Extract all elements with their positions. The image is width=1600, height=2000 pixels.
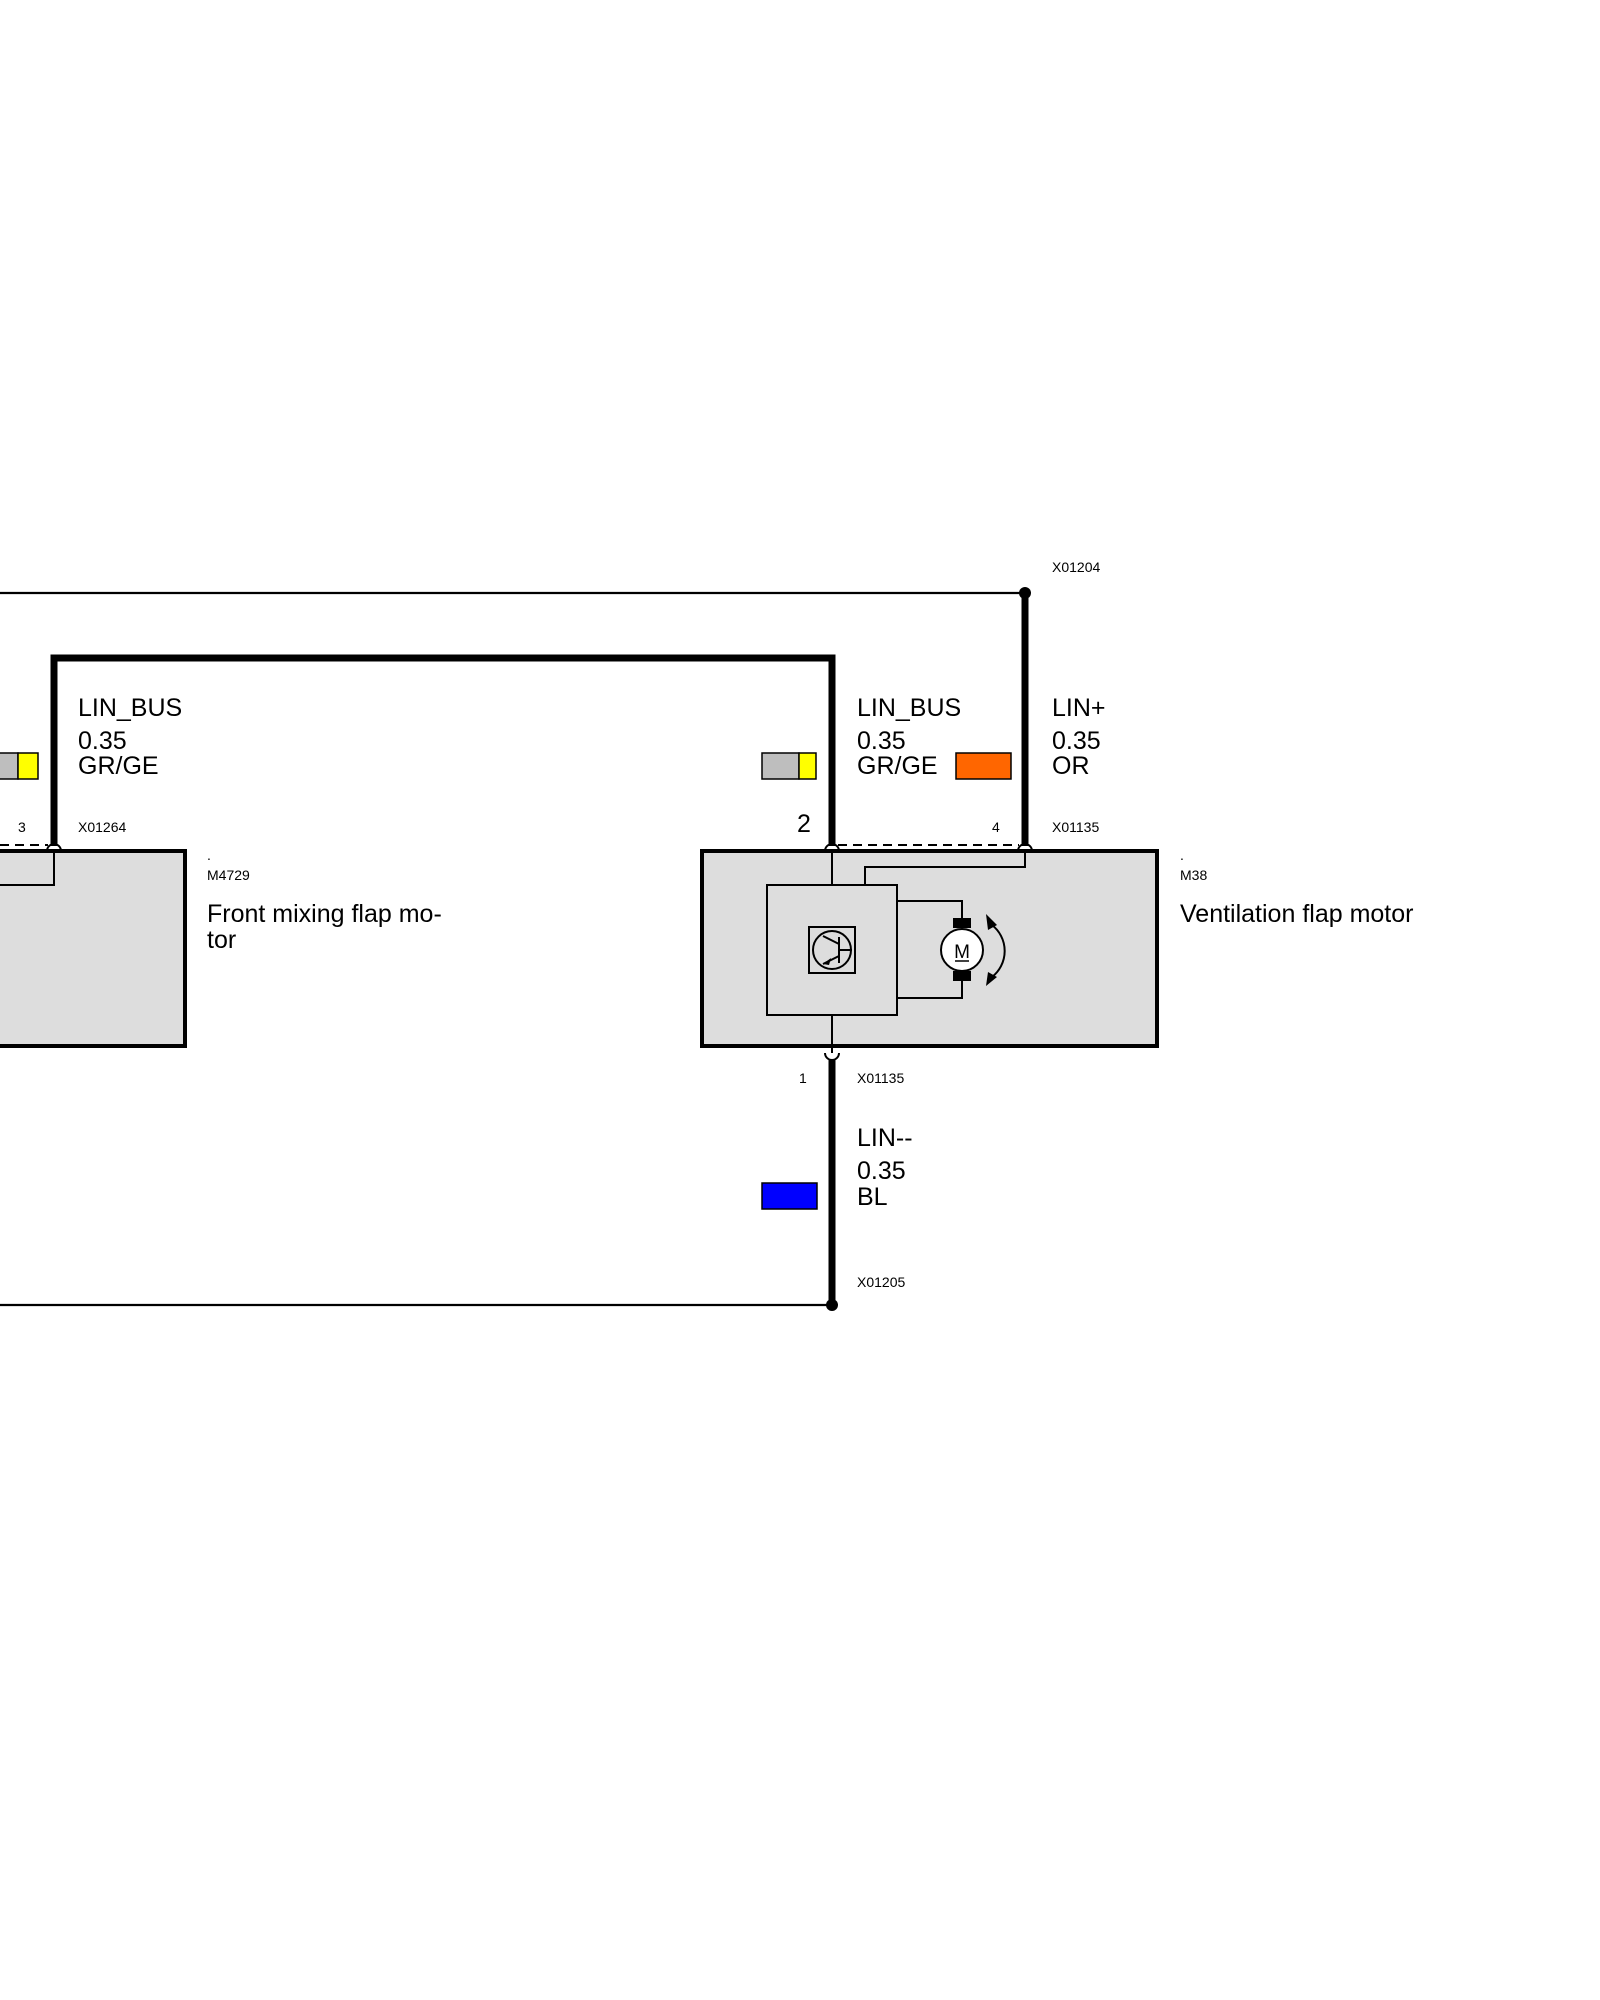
component-m4729-dot: . <box>207 847 211 863</box>
connector-label-x01205: X01205 <box>857 1274 905 1290</box>
wire-label-lin-plus-signal: LIN+ <box>1052 694 1106 722</box>
front-mixing-flap-motor-box <box>0 849 187 1048</box>
component-m38-name: Ventilation flap motor <box>1180 900 1413 928</box>
connector-label-x01135-bottom: X01135 <box>857 1070 904 1086</box>
connector-label-x01135-top: X01135 <box>1052 819 1099 835</box>
splice-x01204 <box>1019 587 1031 599</box>
motor-wire-top <box>897 900 963 918</box>
wire-label-lin-bus-left-signal: LIN_BUS <box>78 694 182 722</box>
wire-label-lin-bus-right-color: GR/GE <box>857 752 938 780</box>
component-m4729-name-line2: tor <box>207 926 236 954</box>
wire-label-lin-minus-signal: LIN-- <box>857 1124 913 1152</box>
m4729-internal-wire <box>0 851 55 886</box>
motor-icon: M <box>940 914 1006 986</box>
component-m4729-id: M4729 <box>207 867 250 883</box>
component-m38-dot: . <box>1180 847 1184 863</box>
pin-label-1: 1 <box>799 1070 807 1086</box>
color-swatch-left <box>0 752 39 780</box>
pin-2-arc <box>824 843 840 852</box>
splice-x01205 <box>826 1299 838 1311</box>
motor-letter: M <box>954 942 970 963</box>
wire-label-lin-minus-gauge: 0.35 <box>857 1157 906 1185</box>
connector-label-x01264: X01264 <box>78 819 126 835</box>
pin4-internal-wire <box>864 851 1026 885</box>
color-swatch-orange <box>955 752 1012 780</box>
wire-label-lin-bus-left-gauge: 0.35 <box>78 727 127 755</box>
wire-label-lin-bus-right-signal: LIN_BUS <box>857 694 961 722</box>
wire-label-lin-bus-right-gauge: 0.35 <box>857 727 906 755</box>
wire-label-lin-plus-gauge: 0.35 <box>1052 727 1101 755</box>
pin-label-3: 3 <box>18 819 26 835</box>
color-swatch-blue <box>761 1182 818 1210</box>
wire-label-lin-plus-color: OR <box>1052 752 1090 780</box>
wire-label-lin-bus-left-color: GR/GE <box>78 752 159 780</box>
motor-wire-bottom <box>897 981 963 999</box>
control-icon <box>808 926 856 974</box>
pin-label-4: 4 <box>992 819 1000 835</box>
lin-bus-wire <box>50 654 836 846</box>
connector-label-x01204: X01204 <box>1052 559 1100 575</box>
component-m38-id: M38 <box>1180 867 1207 883</box>
wire-label-lin-minus-color: BL <box>857 1183 888 1211</box>
pin-4-arc <box>1017 843 1033 852</box>
pin-1-arc <box>824 1052 840 1061</box>
ventilation-flap-motor-box <box>700 849 1159 1048</box>
color-swatch-lin-bus-right <box>761 752 817 780</box>
pin-3-arc <box>46 843 62 852</box>
component-m4729-name-line1: Front mixing flap mo- <box>207 900 442 928</box>
pin-label-2: 2 <box>797 810 811 838</box>
